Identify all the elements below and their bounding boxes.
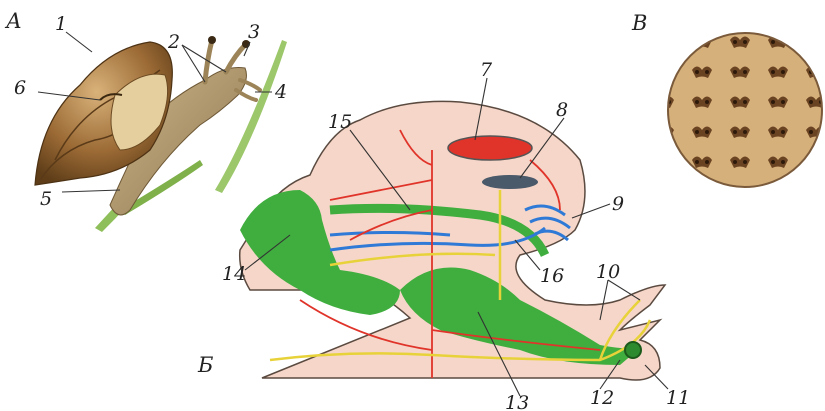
- panel-label-v: В: [631, 11, 647, 35]
- label-2: 2: [167, 31, 180, 53]
- label-15: 15: [328, 111, 352, 133]
- label-7: 7: [480, 59, 493, 81]
- panel-a-snail: [35, 36, 287, 232]
- tentacle-lower: [236, 90, 256, 100]
- label-5: 5: [40, 188, 52, 210]
- label-11: 11: [666, 387, 690, 409]
- label-16: 16: [540, 265, 564, 287]
- label-12: 12: [590, 387, 614, 409]
- label-6: 6: [14, 77, 26, 99]
- panel-label-b: Б: [197, 353, 213, 377]
- label-13: 13: [505, 392, 529, 411]
- label-8: 8: [556, 99, 568, 121]
- heart: [448, 136, 532, 160]
- label-4: 4: [274, 81, 287, 103]
- grass-blade: [215, 40, 287, 193]
- label-1: 1: [55, 13, 67, 35]
- panel-b-anatomy: [240, 101, 665, 380]
- eye: [208, 36, 216, 44]
- mouth: [625, 342, 641, 358]
- panel-v-radula: [668, 33, 822, 187]
- lung: [482, 175, 538, 189]
- label-14: 14: [222, 263, 246, 285]
- label-10: 10: [596, 261, 620, 283]
- panel-label-a: А: [4, 9, 22, 33]
- label-3: 3: [248, 21, 260, 43]
- radula-circle: [668, 33, 822, 187]
- label-9: 9: [612, 193, 624, 215]
